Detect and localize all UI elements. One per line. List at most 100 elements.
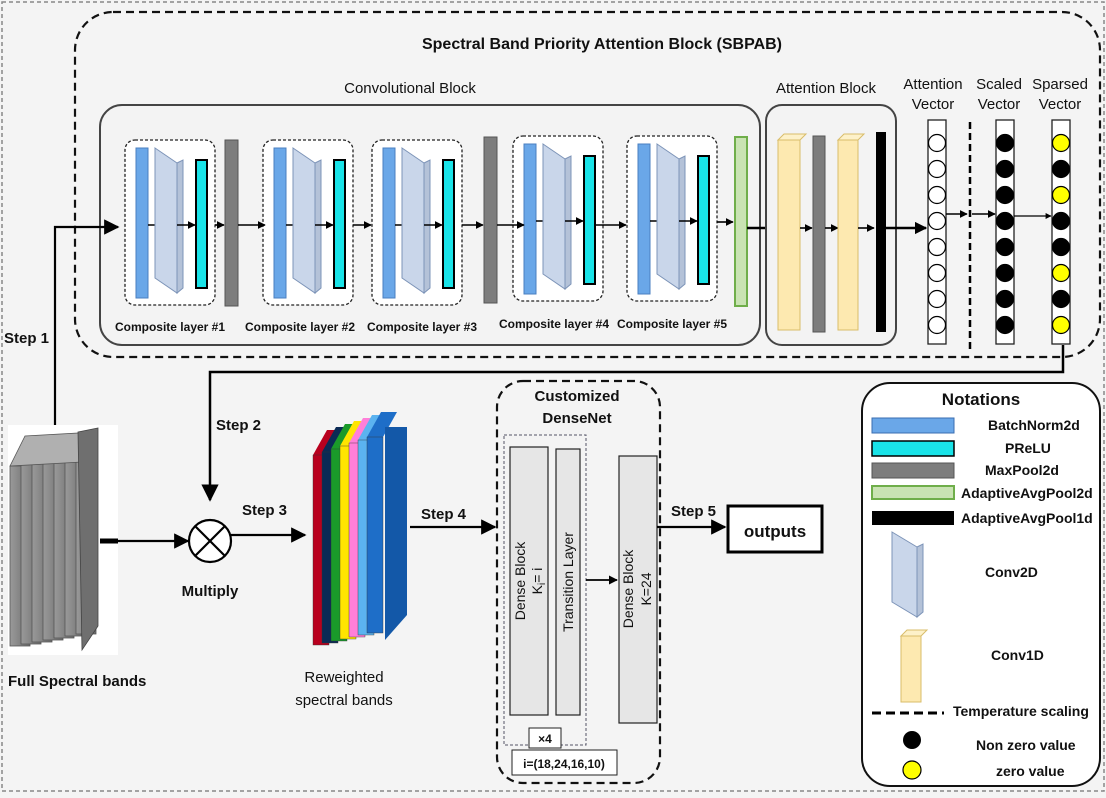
notation-zero-value: zero value: [996, 763, 1065, 779]
conv2d-layer-side: [176, 159, 184, 295]
conv2d-layer-side: [423, 159, 431, 295]
sparsed-vector-cell: [1051, 211, 1071, 231]
dense-block-1-k-letter: K: [529, 584, 545, 594]
notation-conv1d: Conv1D: [991, 647, 1044, 663]
dense-block-1-k-subscript: i: [537, 583, 548, 585]
attention-vector-label-2: Vector: [912, 96, 955, 113]
outputs-box: [726, 504, 824, 554]
sparsed-vector-cell: [1051, 263, 1071, 283]
notation-prelu: PReLU: [1005, 440, 1051, 456]
sparsed-vector-cell: [1051, 133, 1071, 153]
step2-label: Step 2: [216, 417, 261, 434]
conv1d-layer-top: [836, 133, 866, 141]
attention-vector-cell: [927, 159, 947, 179]
full-spectral-bands-label: Full Spectral bands: [8, 673, 146, 690]
maxpool-layer: [224, 139, 239, 307]
notation-conv2d: Conv2D: [985, 564, 1038, 580]
sbpab-title: Spectral Band Priority Attention Block (…: [422, 36, 782, 53]
scaled-vector-cell: [995, 263, 1015, 283]
scaled-vector: [995, 119, 1015, 345]
conv2d-layer-side: [314, 159, 322, 295]
notation-batchnorm2d: BatchNorm2d: [988, 417, 1080, 433]
adaptive-avgpool1d-layer: [876, 132, 886, 332]
maxpool-layer: [483, 136, 498, 304]
attention-vector-cell: [927, 185, 947, 205]
sparsed-vector-label-2: Vector: [1039, 96, 1082, 113]
dense-block-2: [618, 455, 658, 724]
batchnorm-layer: [382, 147, 396, 299]
notations-title: Notations: [942, 390, 1020, 409]
outputs-label: outputs: [744, 522, 806, 541]
sbpab-container: [73, 10, 1102, 359]
scaled-vector-cell: [995, 289, 1015, 309]
scaled-vector-cell: [995, 237, 1015, 257]
step2-arrow: [201, 345, 1065, 502]
maxpool-layer: [812, 135, 826, 333]
adaptive-avgpool2d-layer: [734, 136, 748, 307]
composite-layer-label-3: Composite layer #3: [367, 320, 477, 334]
conv2d-layer-side: [564, 155, 572, 291]
step4-label: Step 4: [421, 506, 467, 523]
conv1d-swatch-top: [899, 629, 929, 637]
dense-block-1: [509, 446, 549, 716]
conv2d-layer: [542, 143, 566, 290]
notation-temperature-scaling: Temperature scaling: [953, 703, 1089, 719]
attention-vector-cell: [927, 211, 947, 231]
dense-block-1-k-value: = i: [529, 568, 545, 583]
conv2d-layer: [154, 147, 178, 294]
conv1d-layer-top: [776, 133, 808, 141]
conv1d-layer: [777, 139, 801, 331]
batchnorm-layer: [523, 143, 537, 295]
batchnorm-layer: [273, 147, 287, 299]
adaptive-avgpool2d-swatch: [871, 485, 955, 500]
attention-vector-cell: [927, 315, 947, 335]
band-slice: [366, 436, 384, 634]
step1-arrow: [53, 219, 120, 440]
attention-vector-label-1: Attention: [903, 76, 962, 93]
sparsed-vector-cell: [1051, 185, 1071, 205]
composite-layer-label-5: Composite layer #5: [617, 317, 727, 331]
full-spectral-bands-image: [8, 425, 118, 655]
notation-non-zero-value: Non zero value: [976, 737, 1076, 753]
densenet-title-1: Customized: [534, 388, 619, 405]
composite-layer-label-1: Composite layer #1: [115, 320, 225, 334]
conv1d-layer: [837, 139, 859, 331]
prelu-layer: [333, 159, 346, 289]
notation-maxpool2d: MaxPool2d: [985, 462, 1059, 478]
conv2d-layer: [656, 143, 680, 290]
prelu-swatch: [871, 440, 955, 457]
scaled-vector-cell: [995, 159, 1015, 179]
sparsed-vector-cell: [1051, 237, 1071, 257]
prelu-layer: [583, 155, 596, 285]
reweighted-label-1: Reweighted: [304, 669, 383, 686]
convolutional-block-title: Convolutional Block: [344, 80, 476, 97]
multiply-label: Multiply: [182, 583, 239, 600]
attention-block-title: Attention Block: [776, 80, 877, 97]
step3-label: Step 3: [242, 502, 287, 519]
band-slice-top: [367, 412, 397, 437]
conv2d-swatch: [891, 531, 918, 618]
dense-block-2-k: K=24: [638, 572, 654, 605]
step1-label: Step 1: [4, 330, 49, 347]
reweighted-bands-image: [312, 412, 407, 646]
notation-adaptiveavgpool2d: AdaptiveAvgPool2d: [961, 485, 1093, 501]
conv2d-layer-side: [678, 155, 686, 291]
dense-block-1-k: Ki= i: [529, 568, 548, 595]
prelu-layer: [697, 155, 710, 285]
scaled-vector-cell: [995, 211, 1015, 231]
cube-side: [77, 427, 99, 652]
attention-vector-cell: [927, 133, 947, 153]
attention-vector-cell: [927, 263, 947, 283]
prelu-layer: [195, 159, 208, 289]
composite-layer-label-4: Composite layer #4: [499, 317, 609, 331]
sparsed-vector-label-1: Sparsed: [1032, 76, 1088, 93]
composite-layer-label-2: Composite layer #2: [245, 320, 355, 334]
transition-layer: [555, 448, 581, 716]
batchnorm-layer: [135, 147, 149, 299]
conv2d-layer: [401, 147, 425, 294]
cube-side: [385, 427, 407, 640]
sparsed-vector-cell: [1051, 159, 1071, 179]
step5-label: Step 5: [671, 503, 716, 520]
